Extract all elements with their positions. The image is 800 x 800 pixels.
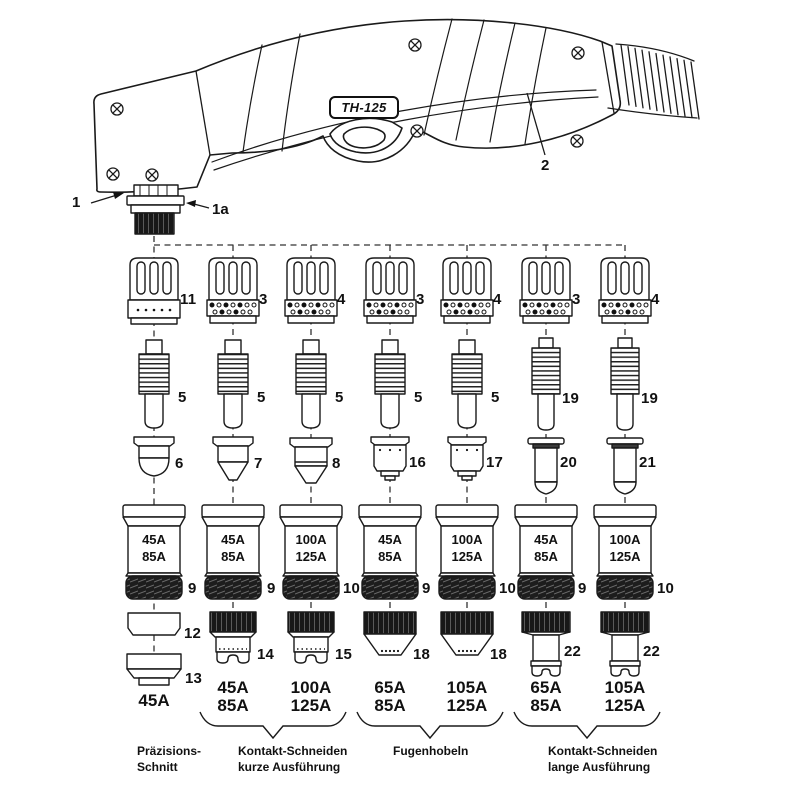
part-number-cap-c6: 9 bbox=[578, 580, 587, 597]
part-number-diffuser-c7: 4 bbox=[651, 291, 660, 308]
part-number-tip-c1: 6 bbox=[175, 455, 184, 472]
shield-ring-part bbox=[127, 612, 181, 636]
part-number-electrode-c1: 5 bbox=[178, 389, 187, 406]
model-badge: TH-125 bbox=[329, 96, 399, 119]
part-number-shield-c7: 22 bbox=[643, 643, 661, 660]
long-shield-part bbox=[521, 611, 571, 677]
part-number-shield1-c1: 12 bbox=[184, 625, 202, 642]
callout-2: 2 bbox=[541, 157, 550, 174]
part-number-electrode-c5: 5 bbox=[491, 389, 500, 406]
part-number-diffuser-c2: 3 bbox=[259, 291, 268, 308]
gas-distributor-part bbox=[127, 257, 181, 325]
part-number-tip-c6: 20 bbox=[560, 454, 578, 471]
part-number-electrode-c6: 19 bbox=[562, 390, 580, 407]
electrode-long-part bbox=[531, 337, 561, 431]
gas-distributor-part bbox=[206, 257, 260, 324]
part-number-electrode-c2: 5 bbox=[257, 389, 266, 406]
gouging-shield-part bbox=[440, 611, 494, 656]
part-number-diffuser-c1: 11 bbox=[180, 291, 197, 308]
long-tip-part bbox=[527, 437, 565, 495]
group-label-fugenhobeln: Fugenhobeln bbox=[393, 744, 469, 758]
gouging-tip-part bbox=[447, 436, 487, 481]
brace-kontakt-lang bbox=[513, 711, 661, 740]
part-number-tip-c2: 7 bbox=[254, 455, 263, 472]
part-number-electrode-c4: 5 bbox=[414, 389, 423, 406]
model-label: TH-125 bbox=[341, 100, 387, 115]
cutting-tip-part bbox=[289, 437, 333, 484]
group-label-praezisionsschnitt: Präzisions-Schnitt bbox=[137, 744, 202, 774]
part-number-diffuser-c4: 3 bbox=[416, 291, 425, 308]
hose bbox=[601, 41, 700, 120]
part-number-cap-c4: 9 bbox=[422, 580, 431, 597]
plasma-torch bbox=[93, 18, 700, 235]
part-number-diffuser-c6: 3 bbox=[572, 291, 581, 308]
gas-distributor-part bbox=[284, 257, 338, 324]
electrode-part bbox=[295, 339, 327, 429]
part-number-shield-c4: 18 bbox=[413, 646, 431, 663]
part-number-cap-c7: 10 bbox=[657, 580, 675, 597]
callout-1a: 1a bbox=[212, 201, 229, 218]
shield-cap-part bbox=[287, 611, 335, 664]
part-number-electrode-c3: 5 bbox=[335, 389, 344, 406]
gas-distributor-part bbox=[519, 257, 573, 324]
part-number-cap-c2: 9 bbox=[267, 580, 276, 597]
part-number-cap-c1: 9 bbox=[188, 580, 197, 597]
electrode-part bbox=[217, 339, 249, 429]
part-number-tip-c7: 21 bbox=[639, 454, 657, 471]
cutting-tip-part bbox=[133, 436, 175, 477]
shield-cap-part bbox=[209, 611, 257, 664]
group-braces bbox=[199, 711, 661, 740]
part-number-electrode-c7: 19 bbox=[641, 390, 659, 407]
handle-contour-lines bbox=[211, 18, 599, 171]
part-number-tip-c5: 17 bbox=[486, 454, 504, 471]
callout-1: 1 bbox=[72, 194, 81, 211]
brace-kontakt-kurz bbox=[199, 711, 347, 740]
trigger bbox=[329, 117, 403, 154]
part-number-diffuser-c3: 4 bbox=[337, 291, 346, 308]
part-number-shield-c5: 18 bbox=[490, 646, 508, 663]
part-number-diffuser-c5: 4 bbox=[493, 291, 502, 308]
gouging-tip-part bbox=[370, 436, 410, 481]
torch-tip-assembly bbox=[126, 184, 185, 235]
electrode-part bbox=[451, 339, 483, 429]
part-number-shield-c6: 22 bbox=[564, 643, 582, 660]
part-number-tip-c3: 8 bbox=[332, 455, 341, 472]
brace-fugenhobeln bbox=[356, 711, 504, 740]
part-number-shield-c2: 14 bbox=[257, 646, 275, 663]
part-number-tip-c4: 16 bbox=[409, 454, 427, 471]
cutting-tip-part bbox=[212, 436, 254, 481]
shield-cup-part bbox=[126, 653, 182, 686]
electrode-part bbox=[138, 339, 170, 429]
part-number-shield2-c1: 13 bbox=[185, 670, 203, 687]
electrode-long-part bbox=[610, 337, 640, 431]
part-number-shield-c3: 15 bbox=[335, 646, 353, 663]
long-tip-part bbox=[606, 437, 644, 495]
gas-distributor-part bbox=[598, 257, 652, 324]
electrode-part bbox=[374, 339, 406, 429]
callout-lines bbox=[90, 92, 546, 209]
gouging-shield-part bbox=[363, 611, 417, 656]
gas-distributor-part bbox=[440, 257, 494, 324]
long-shield-part bbox=[600, 611, 650, 677]
amperage-rating-c1: 45A bbox=[138, 691, 170, 710]
screws bbox=[106, 38, 585, 182]
gas-distributor-part bbox=[363, 257, 417, 324]
part-number-cap-c5: 10 bbox=[499, 580, 517, 597]
part-number-cap-c3: 10 bbox=[343, 580, 361, 597]
